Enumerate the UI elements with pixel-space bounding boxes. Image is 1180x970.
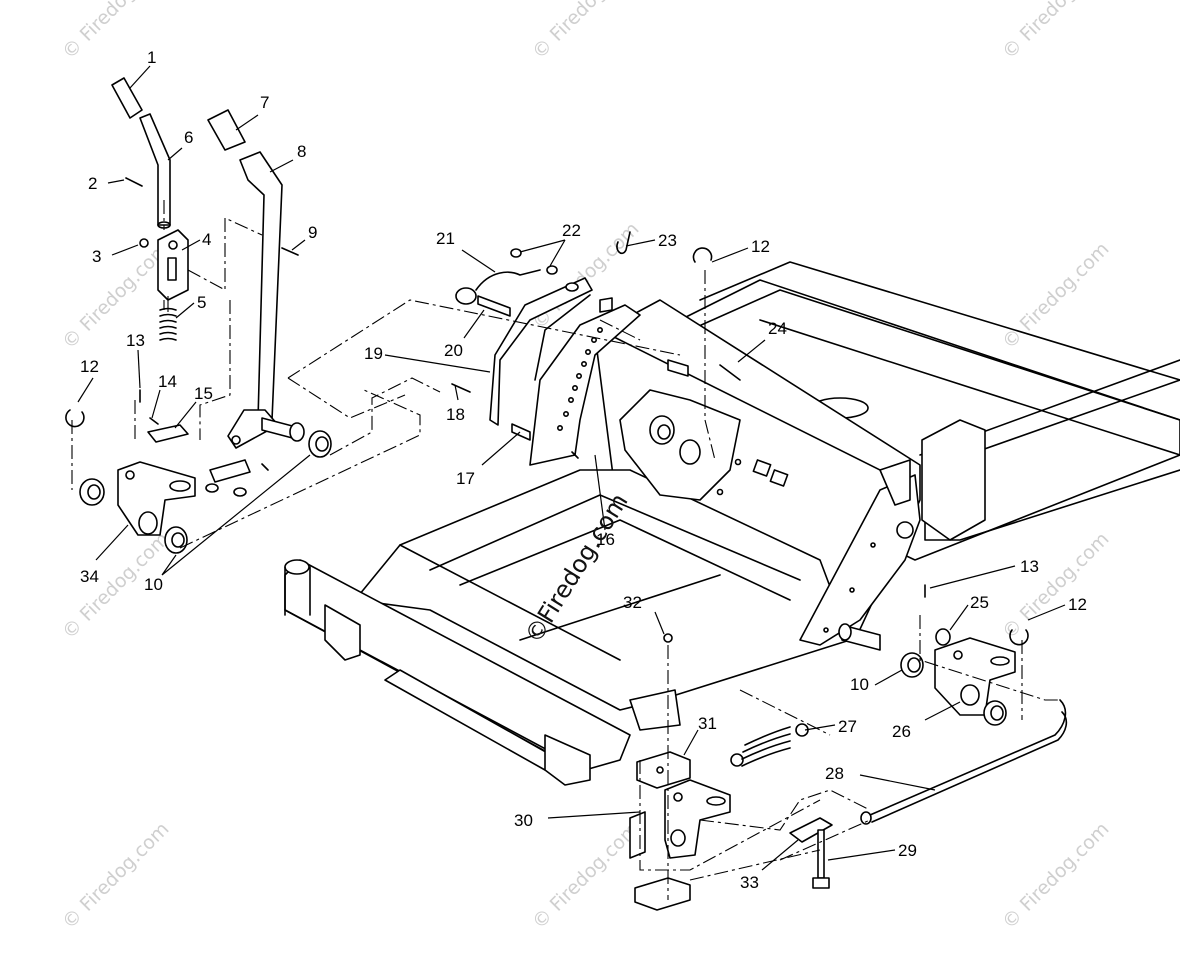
part-lever-8 (239, 151, 283, 421)
part-spring-5 (159, 296, 177, 341)
callout-3: 3 (92, 247, 101, 266)
callout-28: 28 (825, 764, 844, 783)
watermark: © Firedog.com (998, 238, 1113, 353)
callout-20: 20 (444, 341, 463, 360)
parts (65, 77, 1068, 911)
part-plate-15 (147, 424, 189, 443)
watermark: © Firedog.com (998, 818, 1113, 933)
callout-34: 34 (80, 567, 99, 586)
callout-17: 17 (456, 469, 475, 488)
callout-16: 16 (596, 530, 615, 549)
part-grip-1 (111, 77, 143, 119)
part-eclip-12 (65, 409, 85, 428)
callout-22: 22 (562, 221, 581, 240)
part-plate-33 (789, 817, 833, 843)
part-grip-7 (207, 109, 246, 151)
callouts: 1 2 3 4 5 6 7 8 9 10 10 12 12 12 13 13 1… (80, 48, 1087, 892)
part-eyebolt-20 (455, 287, 477, 305)
callout-10: 10 (850, 675, 869, 694)
callout-13: 13 (1020, 557, 1039, 576)
callout-10: 10 (144, 575, 163, 594)
part-bracket-34 (117, 461, 196, 536)
callout-27: 27 (838, 717, 857, 736)
callout-23: 23 (658, 231, 677, 250)
callout-18: 18 (446, 405, 465, 424)
callout-24: 24 (768, 319, 787, 338)
callout-12: 12 (1068, 595, 1087, 614)
main-frame (284, 261, 1180, 786)
callout-12: 12 (80, 357, 99, 376)
part-eclip-12 (1009, 629, 1029, 646)
callout-6: 6 (184, 128, 193, 147)
callout-12: 12 (751, 237, 770, 256)
callout-31: 31 (698, 714, 717, 733)
callout-7: 7 (260, 93, 269, 112)
part-bolt-29 (817, 829, 825, 879)
part-eclip-12 (692, 247, 713, 263)
part-lever-6 (139, 113, 171, 226)
callout-30: 30 (514, 811, 533, 830)
callout-8: 8 (297, 142, 306, 161)
callout-21: 21 (436, 229, 455, 248)
part-rod-28 (869, 699, 1067, 816)
watermark: © Firedog.com (58, 238, 173, 353)
callout-15: 15 (194, 384, 213, 403)
part-bracket-4 (157, 229, 189, 301)
watermark: © Firedog.com (58, 818, 173, 933)
callout-29: 29 (898, 841, 917, 860)
watermark: © Firedog.com (998, 528, 1113, 643)
callout-19: 19 (364, 344, 383, 363)
callout-14: 14 (158, 372, 177, 391)
callout-9: 9 (308, 223, 317, 242)
watermark: © Firedog.com (998, 0, 1113, 64)
callout-25: 25 (970, 593, 989, 612)
quadrant-holes (556, 326, 603, 431)
callout-13: 13 (126, 331, 145, 350)
part-spring-27 (730, 723, 809, 767)
part-cam-plate (619, 389, 741, 501)
part-quadrant-19 (489, 277, 593, 426)
callout-2: 2 (88, 174, 97, 193)
callout-1: 1 (147, 48, 156, 67)
part-washer-25 (935, 628, 951, 646)
part-bracket-30 (664, 779, 731, 859)
watermark: © Firedog.com (528, 818, 643, 933)
callout-33: 33 (740, 873, 759, 892)
part-plate-16 (529, 304, 641, 466)
leader-lines (77, 65, 1066, 871)
callout-5: 5 (197, 293, 206, 312)
callout-4: 4 (202, 230, 211, 249)
assembly-lines (71, 200, 1060, 900)
watermark: © Firedog.com (528, 0, 643, 64)
callout-26: 26 (892, 722, 911, 741)
callout-32: 32 (623, 593, 642, 612)
